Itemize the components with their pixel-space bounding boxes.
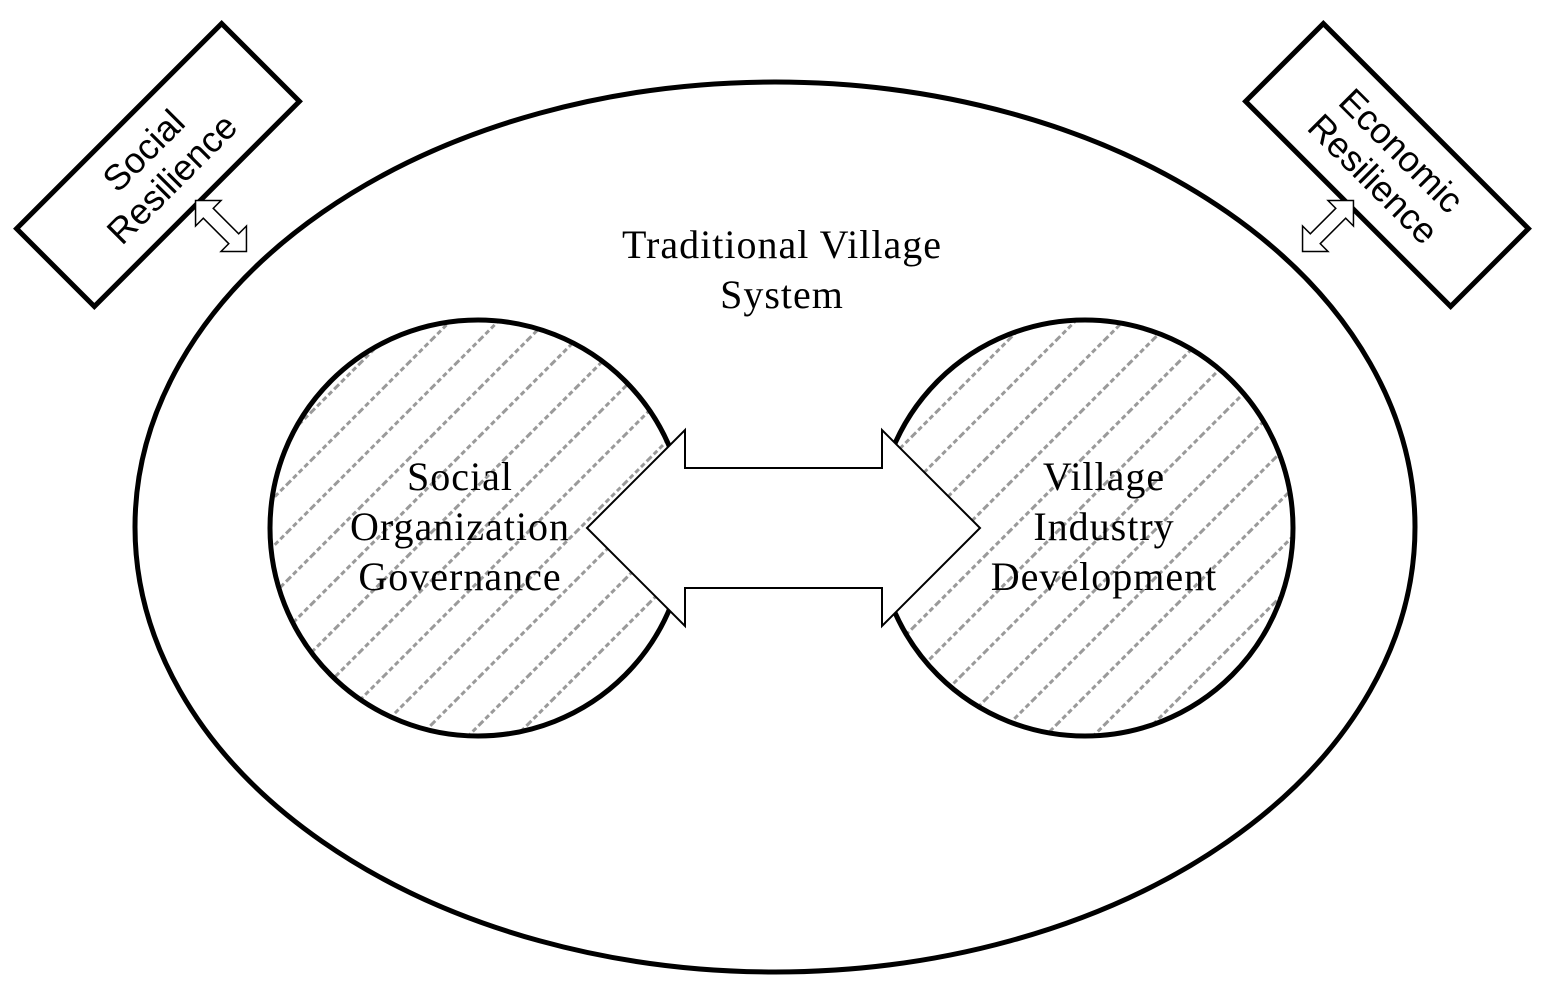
right-circle-line2: Industry <box>1033 504 1174 549</box>
bidirectional-block-arrow <box>585 427 982 629</box>
right-circle-line3: Development <box>991 554 1218 599</box>
right-circle-line1: Village <box>1043 454 1165 499</box>
left-circle-line2: Organization <box>350 504 570 549</box>
system-title-line2: System <box>720 272 844 317</box>
social-resilience-link-arrow-icon <box>194 199 248 253</box>
left-circle-line1: Social <box>407 454 513 499</box>
system-title-line1: Traditional Village <box>622 222 942 267</box>
economic-resilience-link-arrow-icon <box>1301 199 1355 253</box>
left-circle-line3: Governance <box>358 554 561 599</box>
traditional-village-system-ellipse <box>132 79 1418 975</box>
